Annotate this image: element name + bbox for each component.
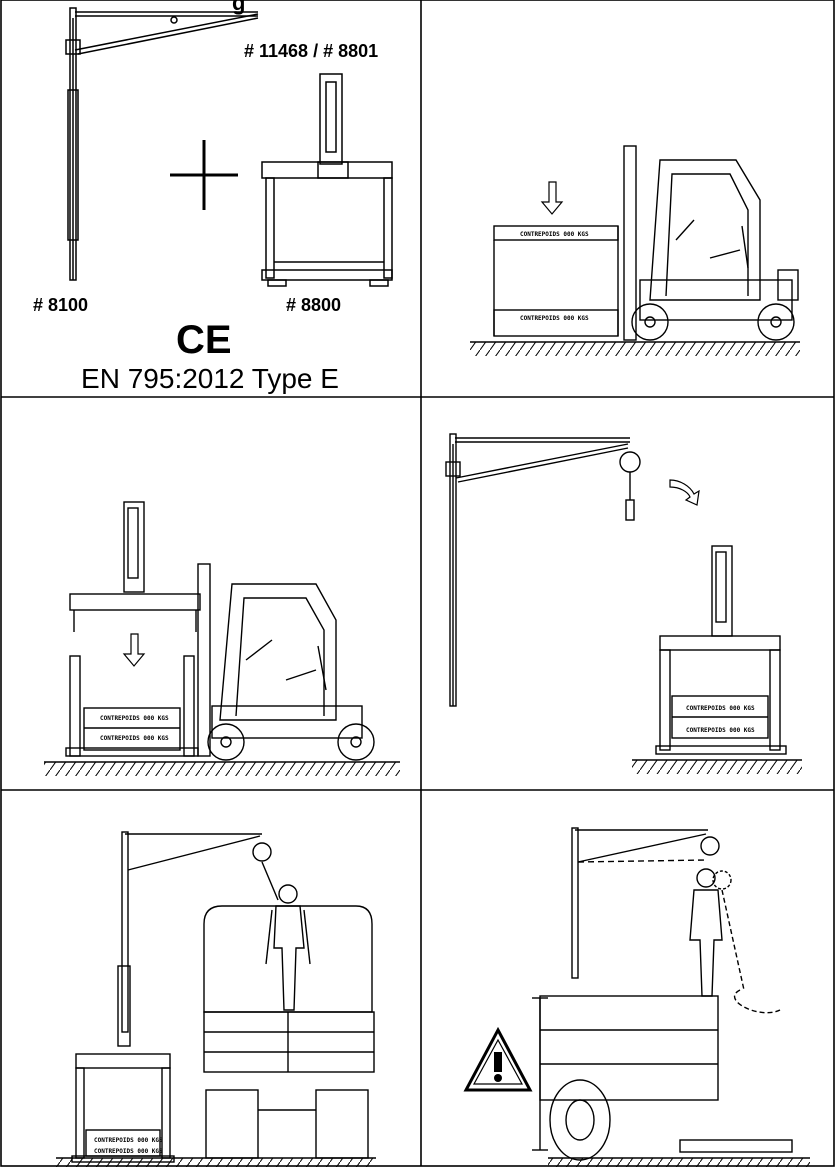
standard-label: EN 795:2012 Type E: [81, 363, 339, 394]
counterweight-stamp-lower: CONTREPOIDS 000 KGS: [100, 735, 169, 742]
counterweight-stamp-lower: CONTREPOIDS 000 KGS: [520, 315, 589, 322]
panel-components: # 11468 / # 8801 # 8100 # 8800 CE EN 795…: [33, 7, 393, 394]
panel-worker-truck: CONTREPOIDS 000 KGS CONTREPOIDS 000 KGS: [56, 831, 376, 1167]
ground-hatch: [44, 761, 400, 776]
product-code-base: # 8800: [286, 295, 341, 315]
panel-fall-arrest: [463, 827, 810, 1167]
panel-forklift-place: CONTREPOIDS 000 KGS CONTREPOIDS 000 KGS: [44, 501, 400, 776]
plus-icon: [170, 140, 238, 210]
arrow-down-icon: [122, 633, 146, 667]
ce-mark-icon: CE: [176, 318, 232, 362]
counterweight-stamp-lower: CONTREPOIDS 000 KGS: [686, 727, 755, 734]
counterweight-stamp-upper: CONTREPOIDS 000 KGS: [520, 231, 589, 238]
warning-icon: [463, 1026, 533, 1092]
product-code-top: # 11468 / # 8801: [244, 41, 378, 61]
counterweight-stamp-lower: CONTREPOIDS 000 KGS: [94, 1148, 163, 1155]
product-code-davit: # 8100: [33, 295, 88, 315]
panel-davit-install: CONTREPOIDS 000 KGS CONTREPOIDS 000 KGS: [445, 433, 802, 774]
counterweight-stamp-upper: CONTREPOIDS 000 KGS: [686, 705, 755, 712]
counterweight-stamp-upper: CONTREPOIDS 000 KGS: [94, 1137, 163, 1144]
davit-arm-drawing: [65, 7, 259, 281]
ballast-frame-drawing: [261, 73, 393, 287]
ground-hatch: [56, 1157, 376, 1167]
panel-forklift-load: CONTREPOIDS 000 KGS CONTREPOIDS 000 KGS: [470, 145, 800, 356]
ground-hatch: [548, 1157, 810, 1167]
arrow-down-icon: [540, 181, 564, 215]
ground-hatch: [470, 341, 800, 356]
arrow-curve-icon: [669, 479, 700, 506]
counterweight-stamp-upper: CONTREPOIDS 000 KGS: [100, 715, 169, 722]
ground-hatch: [632, 759, 802, 774]
